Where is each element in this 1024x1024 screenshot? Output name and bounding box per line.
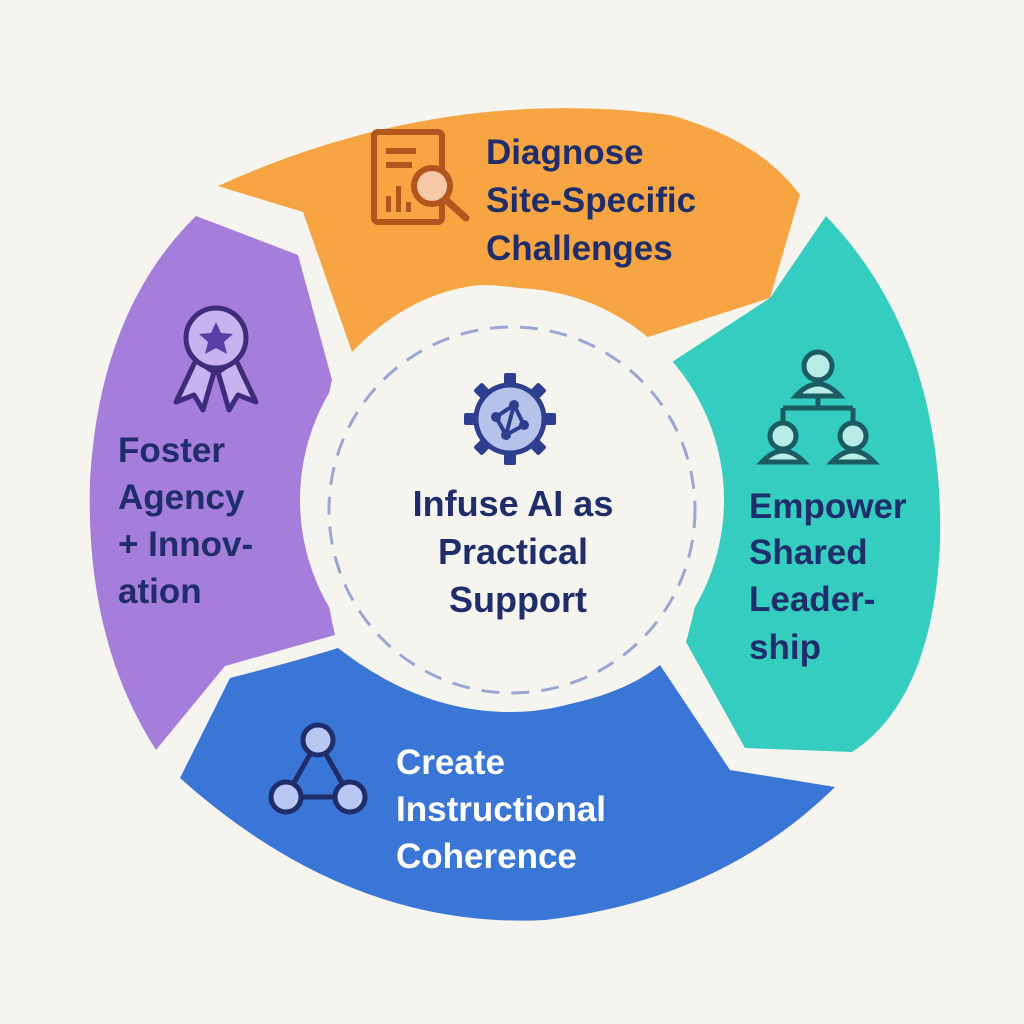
segment-create-label-line: Create: [396, 743, 505, 782]
segment-foster-label-line: Agency: [118, 478, 245, 517]
segment-create-label-line: Instructional: [396, 790, 606, 829]
segment-foster: Foster Agency + Innov- ation: [89, 216, 335, 750]
segment-empower-label-line: Shared: [749, 533, 868, 572]
org-chart-people-icon: [756, 349, 880, 465]
segment-empower-label-line: Empower: [749, 487, 907, 526]
segment-foster-label-line: ation: [118, 572, 202, 611]
segment-diagnose-label: Diagnose Site-Specific Challenges: [486, 133, 706, 268]
center-label-line: Practical: [438, 531, 588, 572]
segment-diagnose-label-line: Diagnose: [486, 133, 644, 172]
document-magnifier-icon: [371, 129, 470, 225]
triangle-nodes-icon: [268, 722, 368, 815]
segment-foster-label: Foster Agency + Innov- ation: [118, 431, 263, 611]
segment-diagnose-shape: [218, 108, 800, 352]
segment-create-label: Create Instructional Coherence: [396, 743, 616, 876]
segment-empower-label-line: Leader-: [749, 580, 875, 619]
segment-diagnose-label-line: Challenges: [486, 229, 673, 268]
center-label-line: Infuse AI as: [413, 483, 614, 524]
center-dashed-ring: [327, 325, 697, 695]
center-label-line: Support: [449, 579, 587, 620]
segment-empower: Empower Shared Leader- ship: [672, 216, 941, 752]
center-hub: Infuse AI as Practical Support: [300, 288, 724, 712]
segment-diagnose: Diagnose Site-Specific Challenges: [218, 108, 800, 352]
segment-create-label-line: Coherence: [396, 837, 577, 876]
segment-create-shape: [180, 648, 835, 921]
segment-empower-label-line: ship: [749, 628, 821, 667]
award-ribbon-icon: [173, 305, 259, 413]
segment-foster-shape: [89, 216, 335, 750]
gear-network-icon: [464, 373, 556, 465]
segment-empower-shape: [672, 216, 941, 752]
center-hub-disc: [300, 288, 724, 712]
segment-empower-label: Empower Shared Leader- ship: [749, 487, 916, 667]
segment-create: Create Instructional Coherence: [180, 648, 835, 921]
segment-foster-label-line: Foster: [118, 431, 225, 470]
segment-foster-label-line: + Innov-: [118, 525, 253, 564]
center-label: Infuse AI as Practical Support: [413, 483, 624, 620]
segment-diagnose-label-line: Site-Specific: [486, 181, 696, 220]
